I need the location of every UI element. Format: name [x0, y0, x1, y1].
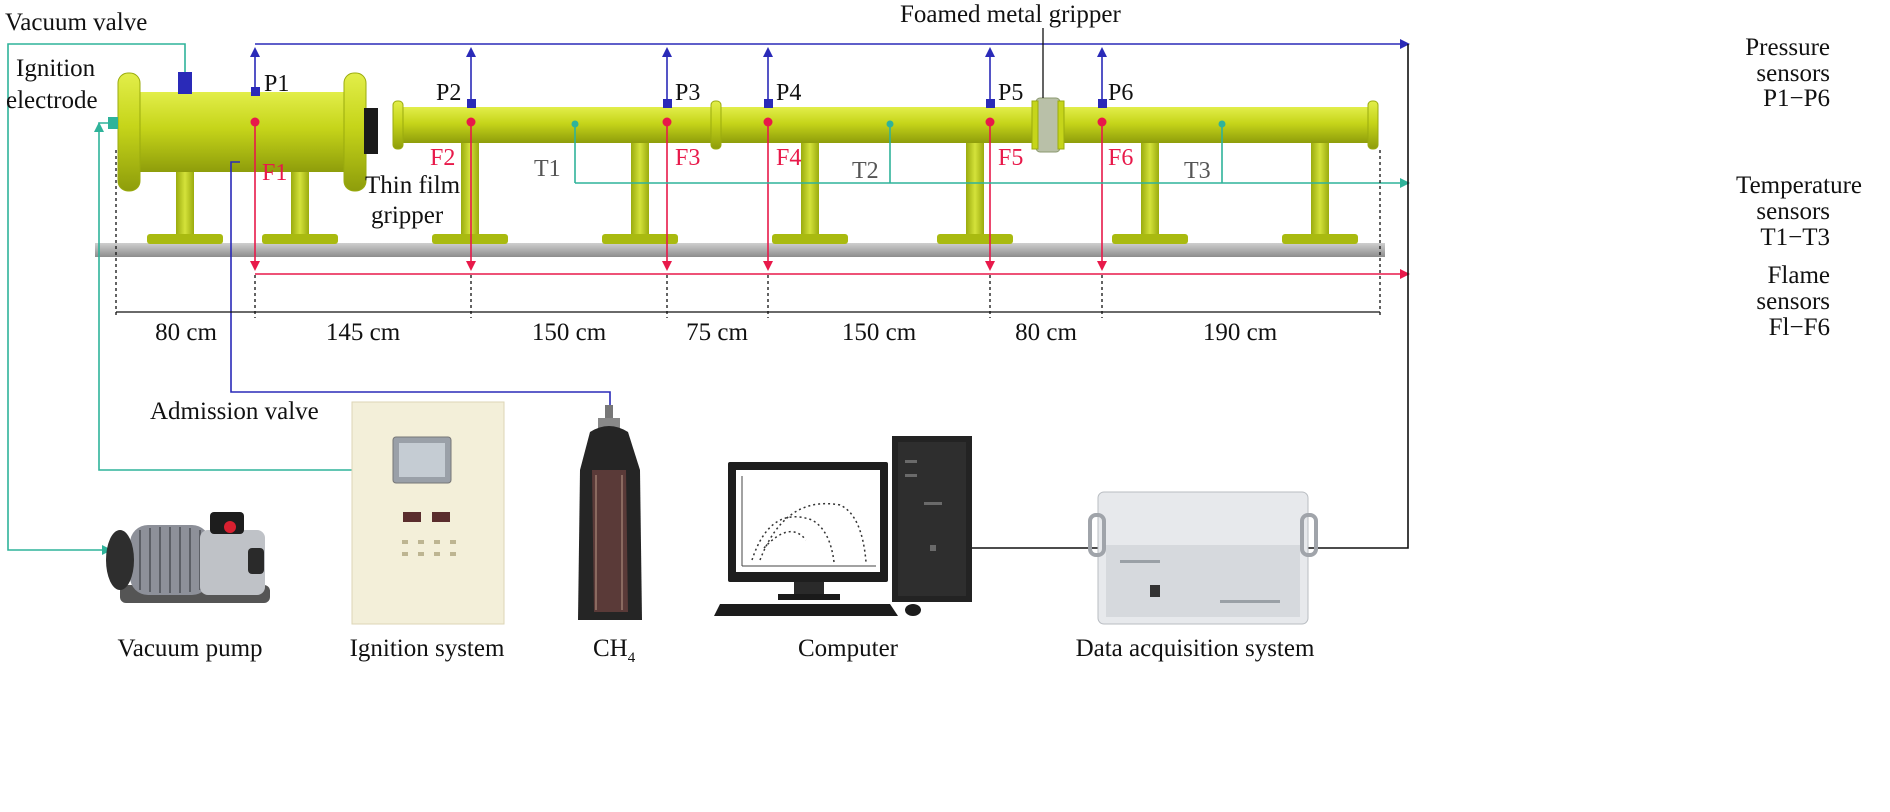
ch4-label-subscript: 4 — [628, 650, 636, 666]
pressure-sensor-nodes — [251, 87, 1107, 108]
dim-label-4: 75 cm — [686, 319, 748, 346]
temperature-wiring — [574, 124, 1410, 188]
flame-label-f1: F1 — [262, 160, 287, 186]
pressure-label-p1: P1 — [264, 71, 289, 97]
dim-label-5: 150 cm — [842, 319, 917, 346]
ignition-electrode-label-1: Ignition — [16, 55, 96, 82]
temp-label-t1: T1 — [534, 156, 561, 182]
legend-temperature: Temperature sensors T1−T3 — [1736, 172, 1862, 251]
flame-sensor-nodes — [250, 117, 1107, 127]
vacuum-pump — [106, 512, 270, 603]
flame-wiring — [250, 122, 1410, 279]
legend-pressure-line2: sensors — [1756, 60, 1830, 87]
legend-pressure: Pressure sensors P1−P6 — [1745, 34, 1830, 112]
pressure-wiring — [250, 39, 1410, 100]
ch4-label: CH4 — [593, 635, 636, 666]
ignition-chamber — [117, 72, 378, 192]
dim-label-6: 80 cm — [1015, 319, 1077, 346]
legend-temperature-line1: Temperature — [1736, 172, 1862, 199]
ignition-system-label: Ignition system — [350, 635, 505, 662]
dim-label-1: 80 cm — [155, 319, 217, 346]
vacuum-line — [7, 43, 480, 555]
dim-label-7: 190 cm — [1203, 319, 1278, 346]
admission-line — [230, 161, 611, 405]
thin-film-gripper-label-1: Thin film — [365, 172, 461, 199]
legend-flame-line3: Fl−F6 — [1769, 314, 1830, 341]
legend-temperature-line3: T1−T3 — [1760, 224, 1830, 251]
vacuum-pump-label: Vacuum pump — [117, 635, 262, 662]
ch4-cylinder — [578, 405, 642, 620]
admission-valve-label: Admission valve — [150, 398, 319, 425]
temp-label-t3: T3 — [1184, 158, 1211, 184]
temp-label-t2: T2 — [852, 158, 879, 184]
flame-label-f2: F2 — [430, 145, 455, 171]
foamed-metal-gripper-body — [1035, 97, 1061, 153]
support-legs — [147, 140, 1358, 244]
flame-label-f5: F5 — [998, 145, 1023, 171]
ignition-system-cabinet — [351, 401, 505, 625]
vacuum-valve-label: Vacuum valve — [5, 9, 147, 36]
temperature-sensor-nodes — [571, 120, 1226, 128]
foamed-metal-gripper-label: Foamed metal gripper — [900, 1, 1121, 28]
pressure-label-p4: P4 — [776, 80, 801, 106]
flame-label-f6: F6 — [1108, 145, 1133, 171]
base-rail — [95, 243, 1385, 257]
pressure-label-p3: P3 — [675, 80, 700, 106]
legend-flame-line2: sensors — [1756, 288, 1830, 315]
legend-flame-line1: Flame — [1768, 262, 1831, 289]
flame-label-f3: F3 — [675, 145, 700, 171]
legend-flame: Flame sensors Fl−F6 — [1756, 262, 1830, 341]
ignition-electrode-tip — [108, 117, 118, 129]
computer — [714, 436, 972, 616]
pressure-label-p6: P6 — [1108, 80, 1133, 106]
legend-pressure-line1: Pressure — [1745, 34, 1830, 61]
dimension-line — [115, 150, 1381, 318]
legend-temperature-line2: sensors — [1756, 198, 1830, 225]
dim-label-3: 150 cm — [532, 319, 607, 346]
pressure-label-p2: P2 — [436, 80, 461, 106]
thin-film-gripper-label-2: gripper — [371, 202, 444, 229]
daq-device — [1088, 491, 1318, 625]
flame-label-f4: F4 — [776, 145, 801, 171]
ch4-label-text: CH — [593, 635, 628, 662]
ignition-electrode-label-2: electrode — [6, 87, 98, 114]
main-pipe — [392, 97, 1379, 153]
pressure-label-p5: P5 — [998, 80, 1023, 106]
daq-cable — [970, 44, 1409, 549]
computer-label: Computer — [798, 635, 899, 662]
dim-label-2: 145 cm — [326, 319, 401, 346]
legend-pressure-line3: P1−P6 — [1763, 85, 1830, 112]
daq-label: Data acquisition system — [1076, 635, 1315, 662]
